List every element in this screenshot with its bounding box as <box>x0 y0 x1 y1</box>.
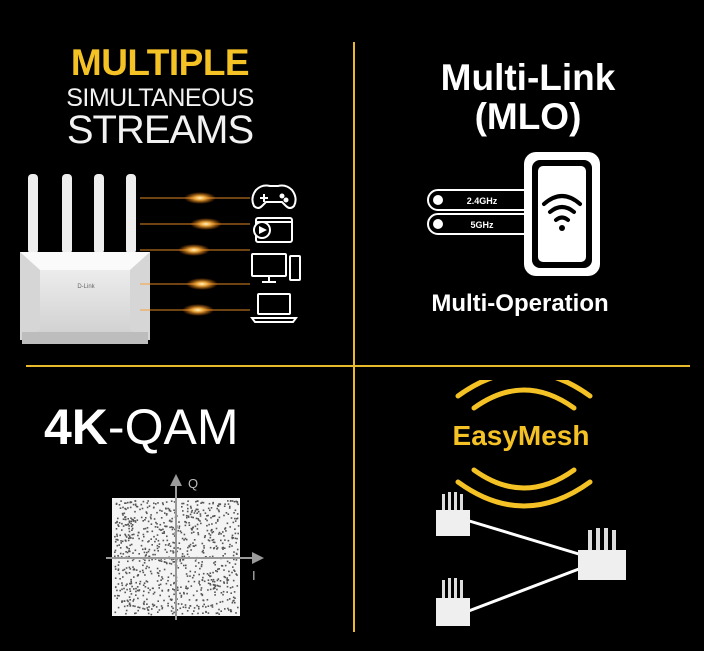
horizontal-divider <box>26 365 690 367</box>
vertical-divider <box>353 42 355 632</box>
mlo-title-line1: Multi-Link <box>440 57 616 98</box>
mlo-illustration: 2.4GHz 5GHz <box>427 152 600 276</box>
easymesh-label: EasyMesh <box>452 420 590 451</box>
router-brand: D-Link <box>77 284 95 290</box>
i-axis-label: I <box>252 568 256 583</box>
mesh-signal-arcs <box>455 380 593 509</box>
qam-title: 4K-QAM <box>44 398 238 456</box>
q-axis-arrow <box>170 474 182 486</box>
streams-title-line2: SIMULTANEOUS <box>66 84 254 112</box>
q-axis-label: Q <box>188 476 198 491</box>
mlo-subtitle: Multi-Operation <box>431 290 609 317</box>
band-5ghz: 5GHz <box>427 213 541 235</box>
desktop-icon <box>251 253 301 283</box>
qam-title-rest: -QAM <box>107 399 239 455</box>
router-body: D-Link <box>20 252 150 344</box>
constellation-diagram: Q I <box>106 474 264 620</box>
router-antennas <box>28 174 136 254</box>
stream-lines <box>140 192 250 316</box>
mesh-links <box>465 518 593 614</box>
gamepad-icon <box>251 184 297 209</box>
svg-text:5GHz: 5GHz <box>470 220 494 230</box>
mesh-router-3 <box>436 578 470 626</box>
band-2-4ghz: 2.4GHz <box>427 189 541 211</box>
svg-text:2.4GHz: 2.4GHz <box>467 196 498 206</box>
streams-title-line1: MULTIPLE <box>70 42 250 83</box>
mesh-illustration <box>436 380 626 626</box>
i-axis-arrow <box>252 552 264 564</box>
mlo-device <box>524 152 600 276</box>
streams-illustration: D-Link <box>20 174 301 344</box>
mesh-router-1 <box>436 492 470 536</box>
video-icon <box>253 217 293 243</box>
qam-title-bold: 4K <box>44 399 108 455</box>
wifi-icon <box>542 194 582 231</box>
mesh-router-2 <box>578 528 626 580</box>
laptop-icon <box>250 293 298 323</box>
mlo-title-line2: (MLO) <box>474 96 582 137</box>
streams-title-line3: STREAMS <box>66 108 254 152</box>
